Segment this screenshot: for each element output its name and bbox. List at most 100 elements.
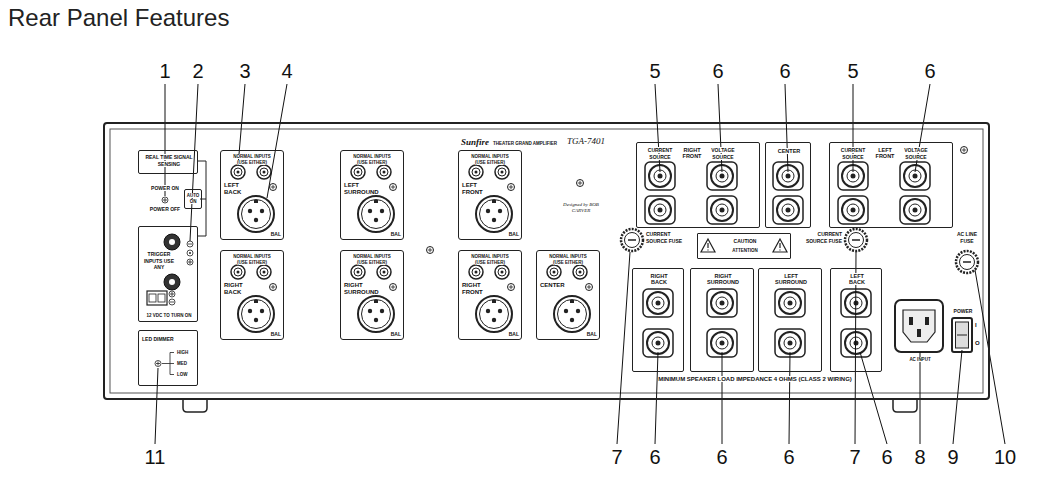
warning-label-text: ATTENTION <box>732 248 757 253</box>
callout-number: 11 <box>145 446 166 468</box>
input-module: NORMAL INPUTS (USE EITHER)LEFT BACKBAL <box>220 150 284 240</box>
xlr-pin <box>492 218 496 222</box>
text-holder: 1 <box>150 60 180 83</box>
screw-terminal-slot <box>149 294 156 302</box>
auto-on-box: AUTO ON <box>184 189 202 209</box>
text-holder: MED <box>177 361 197 367</box>
text-holder: Designed by BOB CARVER <box>563 202 599 213</box>
binding-post-ring <box>652 297 664 309</box>
xlr-pin <box>570 318 574 322</box>
screw-head <box>390 284 397 291</box>
screw-head <box>577 180 584 187</box>
leader-line <box>975 270 1005 444</box>
screw-slot <box>962 148 966 152</box>
rca-jack-ring <box>234 168 242 176</box>
rca-jack-pin <box>237 271 240 274</box>
text-holder: RIGHT FRONT <box>462 282 488 295</box>
trigger-jack-hole <box>169 279 175 285</box>
xlr-connector <box>476 196 512 232</box>
screw-slot <box>428 248 432 252</box>
xlr-pin <box>260 309 264 313</box>
text-holder: LEFT SURROUND <box>774 273 808 285</box>
xlr-pin <box>486 209 490 213</box>
callout-number: 10 <box>994 446 1016 468</box>
xlr-connector-inner <box>362 300 391 329</box>
callout-number: 6 <box>924 60 935 82</box>
xlr-latch <box>254 200 258 203</box>
binding-post-hole <box>913 174 918 179</box>
binding-post-cap <box>647 292 669 314</box>
xlr-connector <box>238 196 274 232</box>
xlr-connector-inner <box>242 200 271 229</box>
auto-on-box-text: AUTO ON <box>187 193 200 204</box>
leader-line <box>155 368 158 444</box>
speaker-terminal-box: LEFT SURROUND <box>758 268 822 372</box>
input-module-text: CENTER <box>540 282 565 288</box>
binding-post-ring <box>909 204 921 216</box>
text-holder: 5 <box>640 60 670 83</box>
text-holder: 4 <box>272 60 302 83</box>
fuse-cap <box>960 255 975 270</box>
text-holder: RIGHT BACK <box>645 273 673 285</box>
warning-label: CAUTION ATTENTION <box>697 233 791 259</box>
text-holder: LEFT FRONT <box>875 147 895 159</box>
rca-jack <box>495 265 509 279</box>
fuse-cap <box>849 233 864 248</box>
text-holder: NORMAL INPUTS (USE EITHER) <box>230 154 274 166</box>
speaker-terminal-box: CURRENT SOURCELEFT FRONTVOLTAGE SOURCE <box>829 142 953 228</box>
polarity-sign <box>156 362 160 366</box>
input-module: NORMAL INPUTS (USE EITHER)RIGHT FRONTBAL <box>458 250 522 340</box>
polarity-sign <box>163 198 167 202</box>
binding-post-ring <box>716 204 728 216</box>
input-module-text: BAL <box>271 231 281 237</box>
xlr-connector <box>554 296 590 332</box>
trigger-input-box-text: 12 VDC TO TURN ON <box>147 313 192 318</box>
screw-head <box>961 147 968 154</box>
xlr-pin <box>254 218 258 222</box>
binding-post-cap <box>711 199 733 221</box>
binding-post-ring <box>652 337 664 349</box>
screw-head <box>508 184 515 191</box>
callout-number: 7 <box>849 446 860 468</box>
input-module-text: LEFT FRONT <box>462 182 483 195</box>
text-holder: NORMAL INPUTS (USE EITHER) <box>468 154 512 166</box>
binding-post-ring <box>847 204 859 216</box>
input-module: NORMAL INPUTS (USE EITHER)RIGHT SURROUND… <box>340 250 404 340</box>
polarity-sign <box>170 292 174 296</box>
switch-label: POWER <box>954 308 973 314</box>
speaker-terminal-box-text: VOLTAGE SOURCE <box>711 147 734 160</box>
amplifier-rear-panel: REAL TIME SIGNAL SENSINGAUTO ONTRIGGER I… <box>103 122 990 400</box>
screw-head <box>390 184 397 191</box>
xlr-pin <box>368 309 372 313</box>
warning-label-text: CAUTION <box>734 238 757 244</box>
speaker-terminal-box-text: LEFT SURROUND <box>775 273 807 285</box>
binding-post-hole <box>658 174 663 179</box>
text-holder: 5 <box>838 60 868 83</box>
rca-jack-ring <box>550 268 558 276</box>
xlr-pin <box>498 309 502 313</box>
callout-number: 7 <box>611 446 622 468</box>
rca-jack-pin <box>383 271 386 274</box>
trigger-input-box: TRIGGER INPUTS USE ANY12 VDC TO TURN ON <box>138 226 198 322</box>
rca-jack-pin <box>263 171 266 174</box>
amplifier-rear-panel-text: THEATER GRAND AMPLIFIER <box>493 141 557 146</box>
screw-slot <box>271 285 275 289</box>
rca-jack <box>377 265 391 279</box>
rca-jack-ring <box>354 168 362 176</box>
input-module-text: BAL <box>509 231 519 237</box>
callout-number: 6 <box>712 60 723 82</box>
rca-jack <box>547 265 561 279</box>
binding-post-ring <box>784 337 796 349</box>
text-holder: AC INPUT <box>900 357 940 363</box>
xlr-pin <box>260 209 264 213</box>
polarity-sign <box>188 260 192 264</box>
fuse-label: CURRENT SOURCE FUSE <box>806 231 842 244</box>
binding-post <box>707 289 737 317</box>
speaker-terminal-box-text: VOLTAGE SOURCE <box>904 147 927 160</box>
speaker-terminal-box-text: LEFT BACK <box>849 273 865 285</box>
polarity-symbol <box>187 259 193 265</box>
text-holder: RIGHT FRONT <box>682 147 702 159</box>
rca-jack <box>377 165 391 179</box>
text-holder: AC LINE FUSE <box>952 231 982 244</box>
led-dimmer-box-text: MED <box>177 361 187 366</box>
